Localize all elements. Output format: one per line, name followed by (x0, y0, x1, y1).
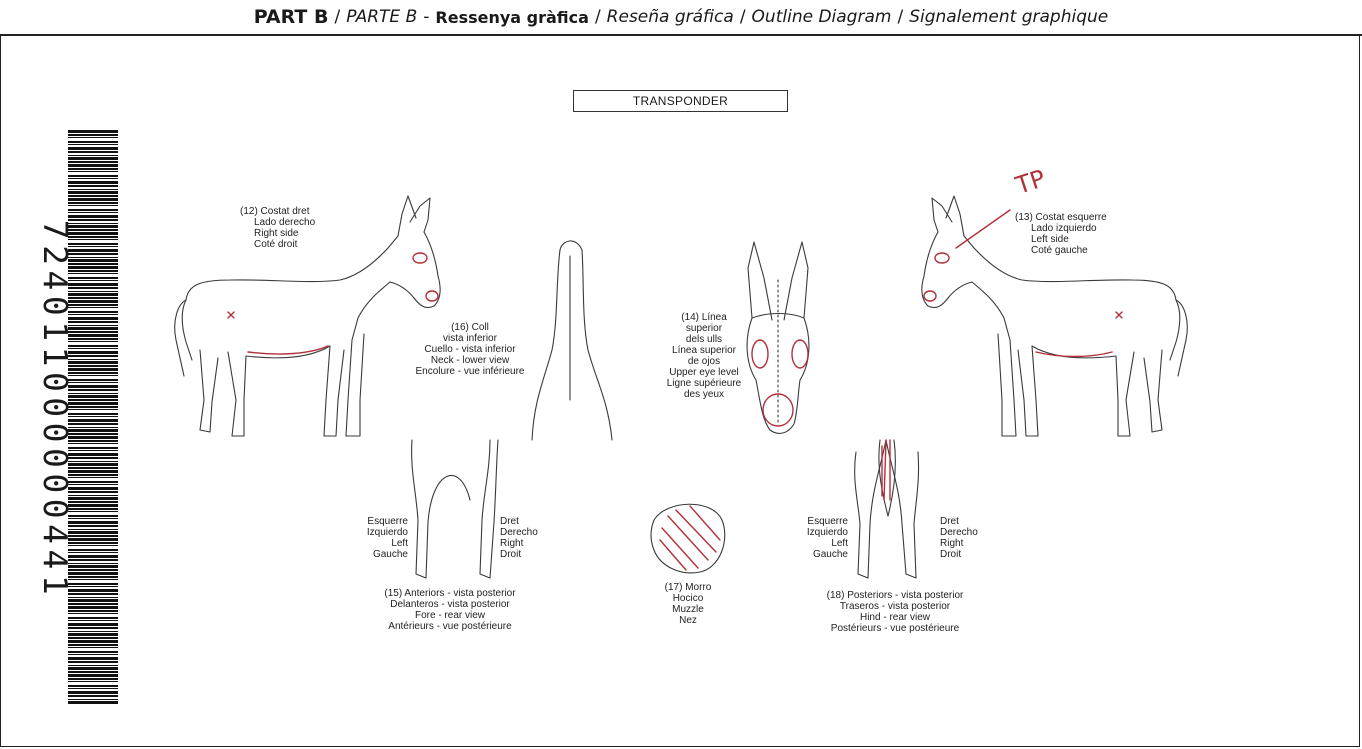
text-line: Derecho (500, 527, 538, 538)
label-right-side: (12) Costat dret Lado derecho Right side… (240, 206, 315, 250)
text-line: Coté droit (240, 239, 315, 250)
text-line: Neck - lower view (405, 355, 535, 366)
text-line: Ligne supérieure (664, 378, 744, 389)
text-line: Esquerre (330, 516, 408, 527)
label-muzzle: (17) Morro Hocico Muzzle Nez (648, 582, 728, 626)
text-line: Gauche (770, 549, 848, 560)
text-line: Derecho (940, 527, 978, 538)
fore-legs-drawing (412, 440, 498, 578)
text-line: Right side (240, 228, 315, 239)
text-line: Esquerre (770, 516, 848, 527)
label-neck: (16) Coll vista inferior Cuello - vista … (405, 322, 535, 377)
text-line: Traseros - vista posterior (800, 601, 990, 612)
text-line: Antérieurs - vue postérieure (360, 621, 540, 632)
label-fore-right: Dret Derecho Right Droit (500, 516, 538, 560)
text-line: (18) Posteriors - vista posterior (800, 590, 990, 601)
head-front-view-drawing (747, 242, 809, 433)
text-line: Hind - rear view (800, 612, 990, 623)
text-line: Dret (500, 516, 538, 527)
text-line: Droit (940, 549, 978, 560)
text-line: Postérieurs - vue postérieure (800, 623, 990, 634)
text-line: (12) Costat dret (240, 206, 315, 217)
text-line: Línea superior (664, 345, 744, 356)
text-line: Droit (500, 549, 538, 560)
text-line: Izquierdo (770, 527, 848, 538)
text-line: (17) Morro (648, 582, 728, 593)
label-fore-caption: (15) Anteriors - vista posterior Delante… (360, 588, 540, 632)
label-head: (14) Línea superior dels ulls Línea supe… (664, 312, 744, 400)
text-line: des yeux (664, 389, 744, 400)
text-line: (13) Costat esquerre (1015, 212, 1107, 223)
text-line: (16) Coll (405, 322, 535, 333)
text-line: vista inferior (405, 333, 535, 344)
text-line: superior (664, 323, 744, 334)
hind-legs-drawing (855, 440, 919, 578)
text-line: dels ulls (664, 334, 744, 345)
text-line: de ojos (664, 356, 744, 367)
text-line: Encolure - vue inférieure (405, 366, 535, 377)
label-hind-caption: (18) Posteriors - vista posterior Traser… (800, 590, 990, 634)
label-hind-left: Esquerre Izquierdo Left Gauche (770, 516, 848, 560)
text-line: (14) Línea (664, 312, 744, 323)
label-hind-right: Dret Derecho Right Droit (940, 516, 978, 560)
text-line: Nez (648, 615, 728, 626)
text-line: Fore - rear view (360, 610, 540, 621)
text-line: Left side (1015, 234, 1107, 245)
text-line: Upper eye level (664, 367, 744, 378)
text-line: Coté gauche (1015, 245, 1107, 256)
text-line: Cuello - vista inferior (405, 344, 535, 355)
text-line: Left (330, 538, 408, 549)
text-line: Lado izquierdo (1015, 223, 1107, 234)
text-line: (15) Anteriors - vista posterior (360, 588, 540, 599)
text-line: Right (940, 538, 978, 549)
text-line: Left (770, 538, 848, 549)
text-line: Gauche (330, 549, 408, 560)
text-line: Dret (940, 516, 978, 527)
neck-lower-view-drawing (532, 241, 612, 440)
text-line: Hocico (648, 593, 728, 604)
label-left-side: (13) Costat esquerre Lado izquierdo Left… (1015, 212, 1107, 256)
text-line: Lado derecho (240, 217, 315, 228)
text-line: Muzzle (648, 604, 728, 615)
text-line: Izquierdo (330, 527, 408, 538)
text-line: Delanteros - vista posterior (360, 599, 540, 610)
text-line: Right (500, 538, 538, 549)
label-fore-left: Esquerre Izquierdo Left Gauche (330, 516, 408, 560)
